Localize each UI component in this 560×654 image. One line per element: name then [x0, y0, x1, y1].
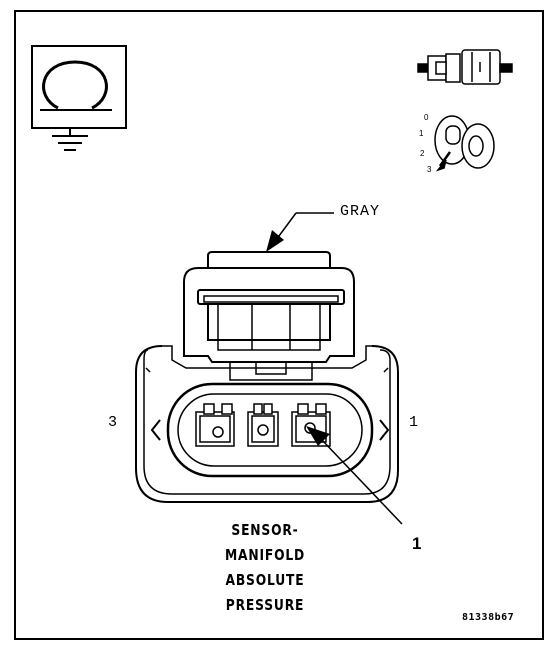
gray-leader [266, 212, 334, 252]
callout-number: 1 [412, 534, 422, 553]
diagram-frame [14, 10, 544, 640]
key-tick-1: 2 [420, 149, 425, 158]
cavity-2 [247, 403, 279, 447]
wire-color-label: GRAY [340, 203, 381, 220]
title-line: PRESSURE [225, 596, 305, 614]
cavity-3 [195, 403, 235, 447]
connector-title: SENSOR- MANIFOLD ABSOLUTE PRESSURE [212, 518, 319, 618]
key-tick-0: 3 [427, 165, 432, 174]
cavity-number-left: 3 [108, 414, 118, 431]
ground-icon [31, 45, 127, 151]
map-sensor-connector [135, 251, 399, 503]
key-tick-3: 0 [424, 113, 429, 122]
connector-pair-icon [417, 49, 513, 85]
ignition-key-icon [434, 115, 495, 172]
cavity-number-right: 1 [409, 414, 419, 431]
figure-code: 81338b67 [462, 612, 515, 623]
callout-leader [306, 426, 403, 525]
title-line: MANIFOLD [224, 546, 306, 564]
key-tick-2: 1 [419, 129, 424, 138]
title-line: ABSOLUTE [225, 571, 305, 589]
title-line: SENSOR- [231, 521, 299, 539]
